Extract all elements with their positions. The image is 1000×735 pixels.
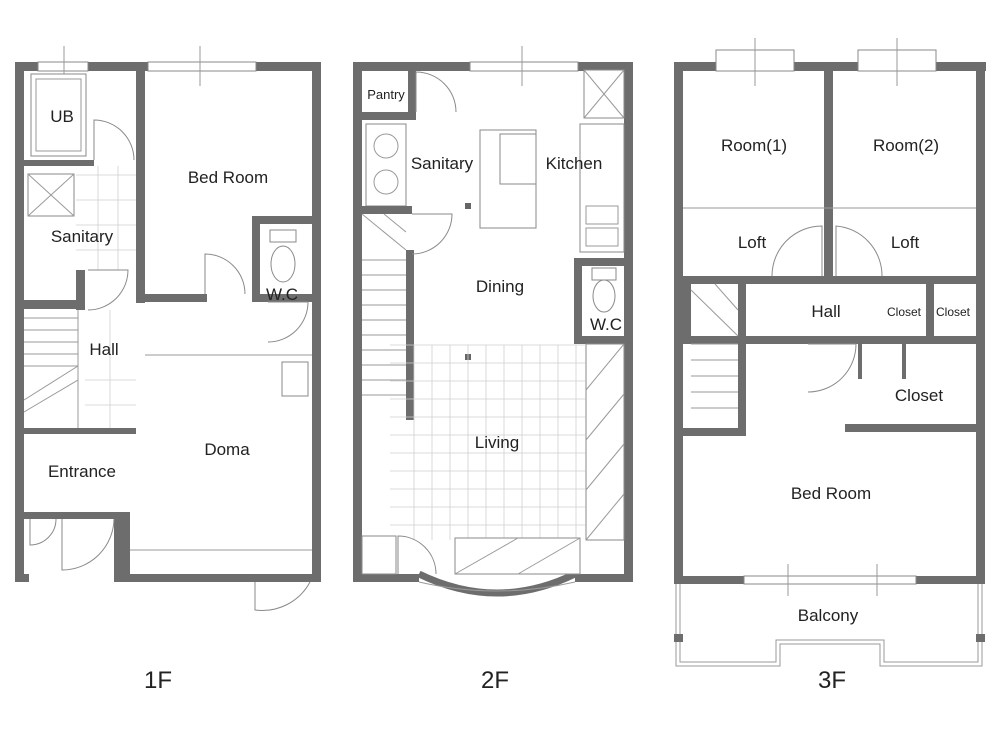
room-label-bed-room-3f: Bed Room — [791, 484, 871, 503]
room-label-closet-3: Closet — [895, 386, 943, 405]
room-label-wc-2f: W.C — [590, 315, 622, 334]
room-label-room-1: Room(1) — [721, 136, 787, 155]
room-label-entrance: Entrance — [48, 462, 116, 481]
room-label-loft-2: Loft — [891, 233, 920, 252]
room-label-sanitary: Sanitary — [51, 227, 114, 246]
room-label-kitchen: Kitchen — [546, 154, 603, 173]
room-label-living: Living — [475, 433, 519, 452]
floor-plan-3f: Room(1) Room(2) Loft Loft Hall Closet Cl… — [674, 38, 986, 694]
room-label-doma: Doma — [204, 440, 250, 459]
room-label-closet-2: Closet — [936, 305, 971, 319]
room-label-wc: W.C — [266, 285, 298, 304]
room-label-room-2: Room(2) — [873, 136, 939, 155]
room-label-pantry: Pantry — [367, 87, 405, 102]
room-label-ub: UB — [50, 107, 74, 126]
floor-plan-2f: Pantry Sanitary Kitchen Dining W.C Livin… — [353, 46, 633, 694]
room-label-hall: Hall — [89, 340, 118, 359]
floor-label-2f: 2F — [481, 667, 509, 694]
room-label-closet-1: Closet — [887, 305, 922, 319]
floor-label-1f: 1F — [144, 667, 172, 694]
floor-plan-1f: UB Bed Room Sanitary W.C Hall Doma Entra… — [15, 46, 321, 694]
room-label-sanitary-2f: Sanitary — [411, 154, 474, 173]
room-label-loft-1: Loft — [738, 233, 767, 252]
room-label-dining: Dining — [476, 277, 524, 296]
room-label-bed-room: Bed Room — [188, 168, 268, 187]
room-label-balcony: Balcony — [798, 606, 859, 625]
room-label-hall-3f: Hall — [811, 302, 840, 321]
floor-label-3f: 3F — [818, 667, 846, 694]
